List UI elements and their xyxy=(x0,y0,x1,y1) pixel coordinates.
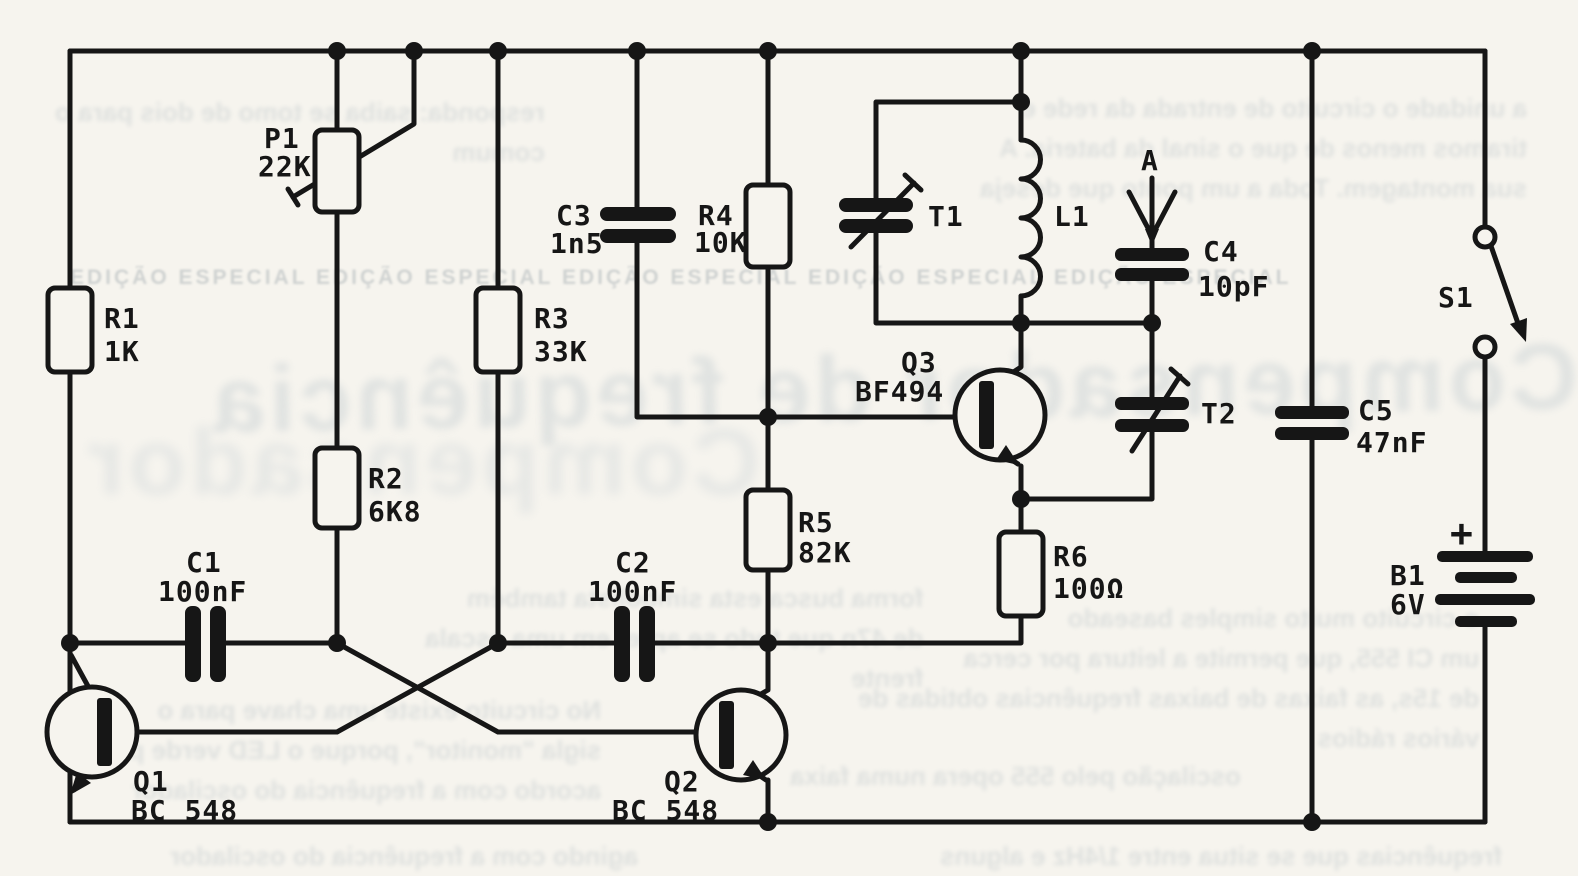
c4-value-label: 10pF xyxy=(1198,270,1269,303)
junction-dots xyxy=(61,42,1321,831)
trimmer-t1: T1 xyxy=(839,198,964,233)
resistor-r6: R6 100Ω xyxy=(996,529,1124,619)
r1-value-label: 1K xyxy=(104,335,140,368)
s1-arm-arrow xyxy=(1510,318,1527,342)
q1-value-label: BC 548 xyxy=(131,794,238,827)
c5-ref-label: C5 xyxy=(1358,394,1394,427)
r5-ref-label: R5 xyxy=(798,506,834,539)
c1-value-label: 100nF xyxy=(158,575,247,608)
resistor-r4: R4 10K xyxy=(694,182,793,270)
transistor-q3: Q3 BF494 xyxy=(855,346,1048,465)
resistor-r5: R5 82K xyxy=(743,487,852,573)
edition-watermark-strip: EDIÇÃO ESPECIAL EDIÇÃO ESPECIAL EDIÇÃO E… xyxy=(70,266,1292,289)
capacitor-c1: C1 100nF xyxy=(158,546,247,682)
t2-ref-label: T2 xyxy=(1201,397,1237,430)
c5-value-label: 47nF xyxy=(1356,426,1427,459)
inductor-l1: L1 xyxy=(1054,200,1090,233)
q1-ref-label: Q1 xyxy=(133,765,169,798)
b1-value-label: 6V xyxy=(1390,588,1426,621)
c2-value-label: 100nF xyxy=(588,575,677,608)
r2-ref-label: R2 xyxy=(368,462,404,495)
resistor-r2: R2 6K8 xyxy=(312,445,422,531)
q1-emitter-arrow xyxy=(70,772,91,795)
s1-ref-label: S1 xyxy=(1438,281,1474,314)
r2-value-label: 6K8 xyxy=(368,495,422,528)
capacitor-c4: C4 10pF xyxy=(1115,235,1269,303)
q2-ref-label: Q2 xyxy=(664,765,700,798)
r3-value-label: 33K xyxy=(534,335,588,368)
r3-ref-label: R3 xyxy=(534,302,570,335)
q3-emitter-arrow xyxy=(996,445,1019,465)
c2-ref-label: C2 xyxy=(615,546,651,579)
c3-value-label: 1n5 xyxy=(550,227,604,260)
transistor-q1: Q1 BC 548 xyxy=(44,684,238,827)
r6-ref-label: R6 xyxy=(1053,540,1089,573)
resistor-r3: R3 33K xyxy=(473,285,588,375)
c3-ref-label: C3 xyxy=(556,199,592,232)
q3-value-label: BF494 xyxy=(855,375,944,408)
r4-ref-label: R4 xyxy=(698,199,734,232)
trimmer-t2: T2 xyxy=(1115,397,1237,432)
r5-value-label: 82K xyxy=(798,536,852,569)
p1-value-label: 22K xyxy=(258,150,312,183)
potentiometer-p1: P1 22K xyxy=(258,122,362,215)
capacitor-c5: C5 47nF xyxy=(1275,394,1427,459)
b1-plus-sign: + xyxy=(1450,511,1474,555)
antenna-symbol: A xyxy=(1141,144,1159,246)
resistor-r1: R1 1K xyxy=(45,285,140,375)
q2-emitter-arrow xyxy=(743,760,766,780)
r6-value-label: 100Ω xyxy=(1053,572,1124,605)
transistor-q2: Q2 BC 548 xyxy=(612,687,789,827)
c4-ref-label: C4 xyxy=(1203,235,1239,268)
antenna-label: A xyxy=(1141,144,1159,177)
t1-ref-label: T1 xyxy=(928,200,964,233)
switch-s1: S1 xyxy=(1438,224,1527,360)
wires xyxy=(67,48,1524,825)
capacitor-c2: C2 100nF xyxy=(588,546,677,682)
b1-ref-label: B1 xyxy=(1390,559,1426,592)
r4-value-label: 10K xyxy=(694,226,748,259)
r1-ref-label: R1 xyxy=(104,302,140,335)
q3-ref-label: Q3 xyxy=(901,346,937,379)
q2-value-label: BC 548 xyxy=(612,794,719,827)
l1-ref-label: L1 xyxy=(1054,200,1090,233)
battery-b1: + B1 6V xyxy=(1390,511,1535,627)
c1-ref-label: C1 xyxy=(186,546,222,579)
capacitor-c3: C3 1n5 xyxy=(550,199,676,260)
p1-ref-label: P1 xyxy=(264,122,300,155)
